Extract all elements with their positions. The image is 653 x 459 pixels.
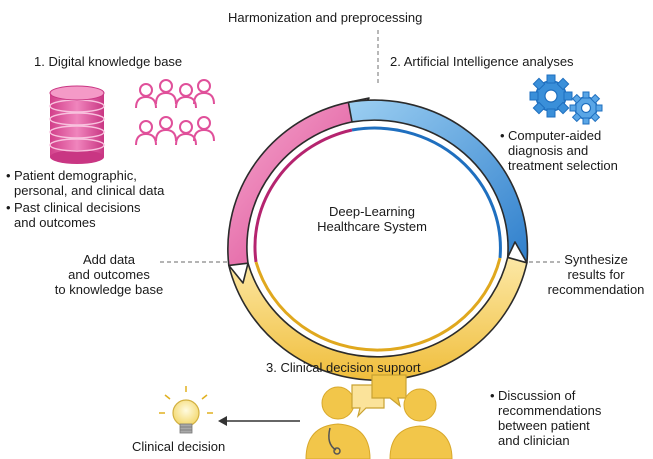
label-add-data-line3: to knowledge base (54, 282, 164, 297)
gears-icon (529, 74, 603, 125)
label-add-data: Add data and outcomes to knowledge base (34, 252, 184, 297)
patient-icon (389, 388, 453, 459)
ring-inner-accent-yellow (254, 257, 502, 352)
label-add-data-line2: and outcomes (68, 267, 150, 282)
people-group-icon (135, 79, 215, 146)
center-label-line2: Healthcare System (317, 219, 427, 234)
title-digital-knowledge-base: 1. Digital knowledge base (34, 54, 183, 69)
clinician-icon (305, 386, 371, 459)
speech-bubbles-icon (351, 374, 407, 418)
center-label-line1: Deep-Learning (328, 204, 415, 219)
bullet-discussion-line2: recommendations (498, 403, 602, 418)
title-clinical-decision-support: 3. Clinical decision support (266, 360, 421, 375)
bullet-computer-aided-line3: treatment selection (508, 158, 618, 173)
label-harmonization: Harmonization and preprocessing (228, 10, 423, 25)
arrow-to-clinical-decision (218, 416, 300, 426)
bullet-past-decisions-line2: and outcomes (14, 215, 96, 230)
label-clinical-decision: Clinical decision (132, 439, 226, 454)
bullet-patient-data-line1: Patient demographic, (14, 168, 137, 183)
lightbulb-icon (159, 386, 213, 434)
ring-segment-ai-analyses (347, 99, 529, 264)
bullet-computer-aided-line2: diagnosis and (508, 143, 589, 158)
label-synthesize-line1: Synthesize (564, 252, 628, 267)
database-icon (49, 85, 105, 164)
bullet-computer-aided-line1: Computer-aided (508, 128, 602, 143)
label-synthesize-line2: results for (567, 267, 625, 282)
ring-inner-accent-pink (253, 128, 353, 263)
ring-segment-knowledge-base (227, 97, 370, 267)
bullet-discussion-line4: and clinician (498, 433, 570, 448)
label-synthesize: Synthesize results for recommendation (542, 252, 650, 297)
bullet-computer-aided: •Computer-aided diagnosis and treatment … (500, 128, 618, 173)
label-synthesize-line3: recommendation (547, 282, 645, 297)
bullet-discussion-line3: between patient (498, 418, 590, 433)
bullet-patient-data: •Patient demographic, personal, and clin… (6, 168, 165, 198)
ring-inner-accent-blue (351, 126, 502, 259)
center-label: Deep-Learning Healthcare System (282, 204, 462, 234)
bullet-past-decisions: •Past clinical decisions and outcomes (6, 200, 141, 230)
ring-segment-decision-support (228, 256, 528, 382)
label-add-data-line1: Add data (82, 252, 136, 267)
bullet-discussion-line1: Discussion of (498, 388, 576, 403)
bullet-patient-data-line2: personal, and clinical data (14, 183, 165, 198)
bullet-discussion: •Discussion of recommendations between p… (490, 388, 602, 448)
bullet-past-decisions-line1: Past clinical decisions (14, 200, 141, 215)
title-ai-analyses: 2. Artificial Intelligence analyses (390, 54, 574, 69)
